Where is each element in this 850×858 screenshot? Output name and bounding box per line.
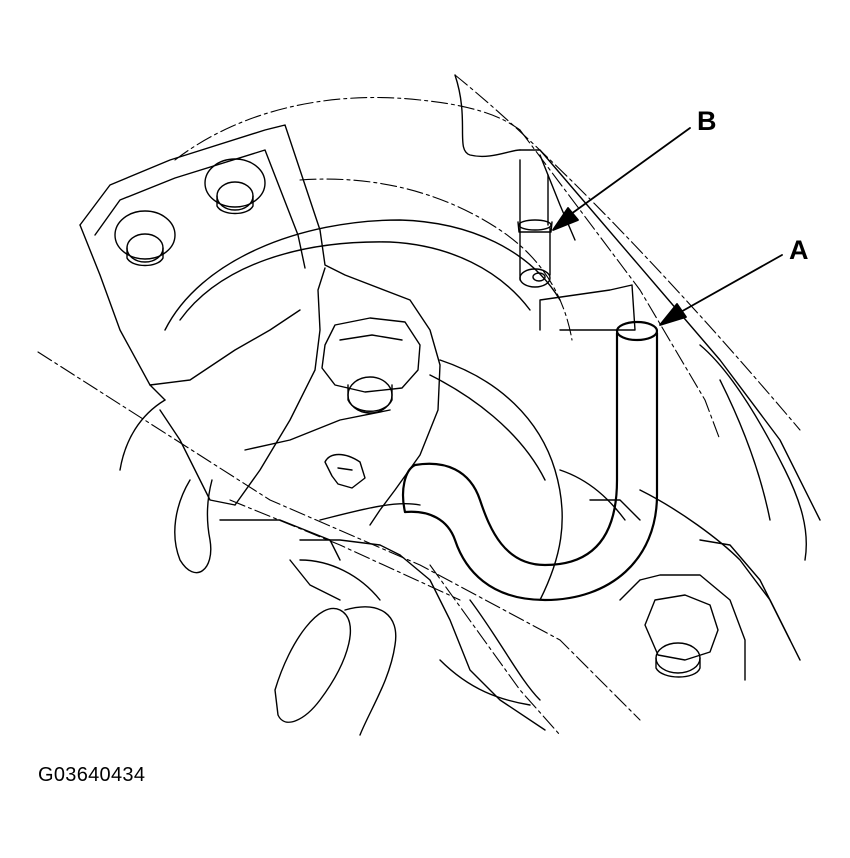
bolt-lower-right xyxy=(620,575,745,680)
pipe-b xyxy=(518,160,552,287)
frame-right xyxy=(455,75,820,660)
bolt-center-top xyxy=(205,159,265,214)
callout-label-a: A xyxy=(789,235,809,265)
hose-a[interactable] xyxy=(403,322,657,600)
mount-housing xyxy=(165,220,635,705)
bolt-left xyxy=(115,211,175,266)
lower-stay xyxy=(275,504,545,735)
housing-outline xyxy=(38,75,800,735)
leader-line-a xyxy=(660,255,782,325)
callout-label-b: B xyxy=(697,106,717,136)
clip-tab xyxy=(325,455,365,489)
nut-bolt-center xyxy=(322,318,420,413)
leader-line-b xyxy=(553,128,690,230)
figure-code: G03640434 xyxy=(38,764,146,786)
